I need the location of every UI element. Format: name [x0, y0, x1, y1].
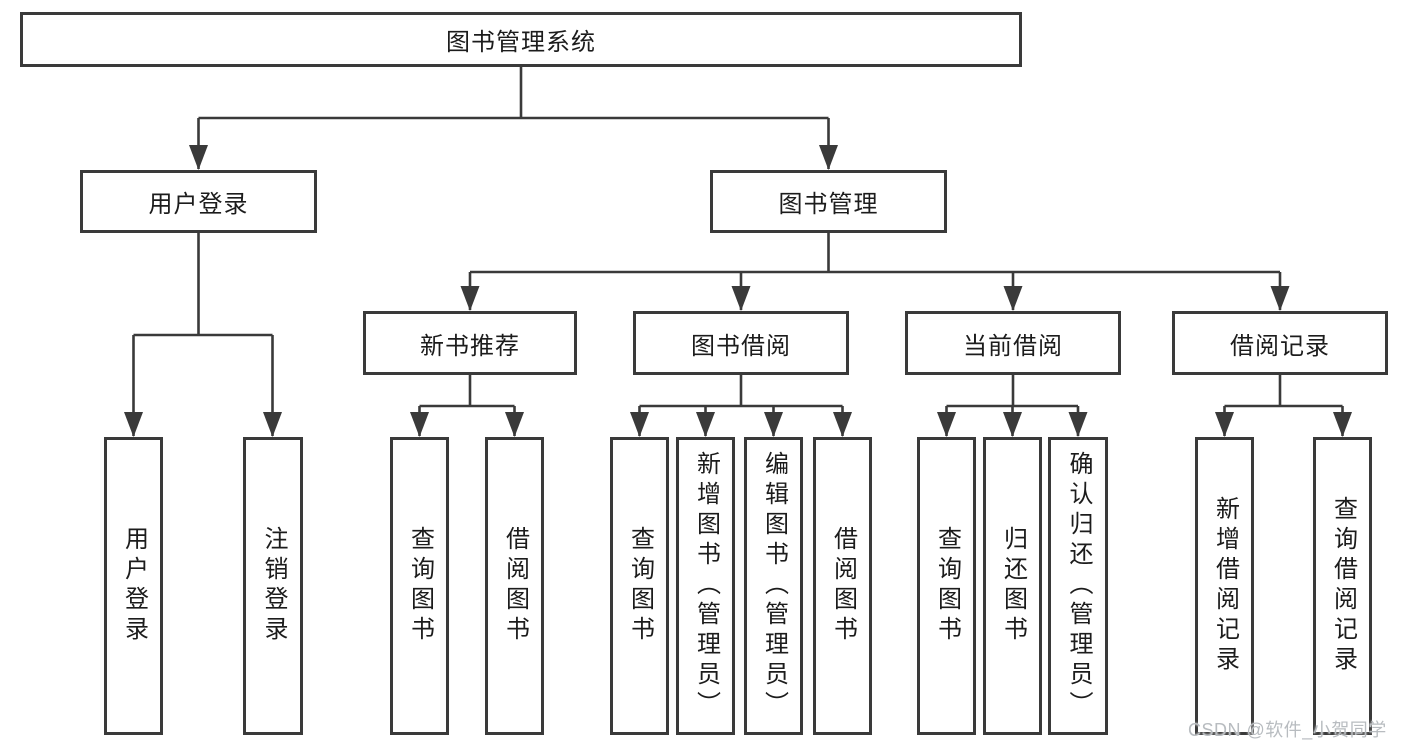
node-bb-query: 查询图书 — [610, 437, 669, 735]
node-borrow-records: 借阅记录 — [1172, 311, 1388, 375]
node-bb-query-label: 查询图书 — [626, 526, 654, 646]
node-bb-add-label: 新增图书（管理员） — [692, 451, 720, 721]
node-cb-query-label: 查询图书 — [933, 526, 961, 646]
node-bb-borrow-label: 借阅图书 — [829, 526, 857, 646]
node-book-borrow-label: 图书借阅 — [691, 332, 791, 360]
node-book-mgmt-label: 图书管理 — [778, 191, 879, 218]
arrow-down-icon — [630, 412, 649, 437]
arrow-down-icon — [189, 145, 208, 170]
arrow-down-icon — [1333, 412, 1352, 437]
node-book-borrow: 图书借阅 — [633, 311, 849, 375]
node-br-query: 查询借阅记录 — [1313, 437, 1372, 735]
node-leaf-logout-label: 注销登录 — [260, 526, 287, 646]
node-bb-borrow: 借阅图书 — [813, 437, 872, 735]
node-borrow-records-label: 借阅记录 — [1230, 332, 1330, 360]
arrow-down-icon — [410, 412, 429, 437]
arrow-down-icon — [1068, 412, 1088, 437]
node-new-book-rec: 新书推荐 — [363, 311, 577, 375]
node-new-book-rec-label: 新书推荐 — [420, 332, 520, 360]
arrow-down-icon — [505, 412, 524, 437]
node-br-add-label: 新增借阅记录 — [1211, 496, 1239, 676]
node-nbr-query-label: 查询图书 — [406, 526, 434, 646]
node-leaf-user-login-label: 用户登录 — [120, 526, 148, 646]
node-cb-confirm: 确认归还（管理员） — [1048, 437, 1108, 735]
node-nbr-borrow: 借阅图书 — [485, 437, 544, 735]
node-nbr-borrow-label: 借阅图书 — [501, 526, 529, 646]
node-leaf-user-login: 用户登录 — [104, 437, 163, 735]
arrow-down-icon — [819, 145, 838, 170]
arrow-down-icon — [1003, 412, 1022, 437]
arrow-down-icon — [263, 412, 282, 437]
node-user-login-label: 用户登录 — [148, 191, 249, 218]
node-nbr-query: 查询图书 — [390, 437, 449, 735]
arrow-down-icon — [124, 412, 143, 437]
arrow-down-icon — [696, 412, 715, 437]
node-user-login: 用户登录 — [80, 170, 317, 233]
arrow-down-icon — [937, 412, 956, 437]
node-cb-return-label: 归还图书 — [999, 526, 1027, 646]
arrow-down-icon — [460, 286, 480, 311]
node-current-borrow: 当前借阅 — [905, 311, 1121, 375]
arrow-down-icon — [1003, 286, 1023, 311]
arrow-down-icon — [833, 412, 852, 437]
arrow-down-icon — [764, 412, 783, 437]
node-cb-query: 查询图书 — [917, 437, 976, 735]
arrow-down-icon — [1215, 412, 1234, 437]
arrow-down-icon — [731, 286, 751, 311]
csdn-watermark: CSDN @软件_小贺同学 — [1188, 720, 1387, 740]
arrow-down-icon — [1270, 286, 1290, 311]
node-current-borrow-label: 当前借阅 — [963, 332, 1063, 360]
node-root-label: 图书管理系统 — [446, 29, 596, 56]
node-cb-return: 归还图书 — [983, 437, 1042, 735]
node-root: 图书管理系统 — [20, 12, 1022, 67]
node-bb-edit-label: 编辑图书（管理员） — [760, 451, 788, 721]
node-bb-add: 新增图书（管理员） — [676, 437, 735, 735]
node-br-query-label: 查询借阅记录 — [1329, 496, 1357, 676]
node-book-mgmt: 图书管理 — [710, 170, 947, 233]
node-cb-confirm-label: 确认归还（管理员） — [1065, 451, 1092, 721]
node-leaf-logout: 注销登录 — [243, 437, 303, 735]
node-bb-edit: 编辑图书（管理员） — [744, 437, 803, 735]
node-br-add: 新增借阅记录 — [1195, 437, 1254, 735]
